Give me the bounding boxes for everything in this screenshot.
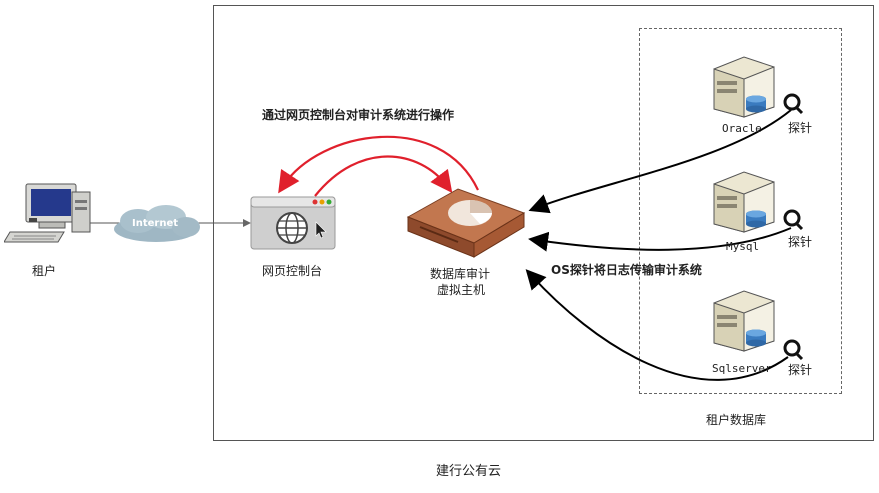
audit-host-label-line2: 虚拟主机 [437, 283, 486, 297]
log-arrow-sqlserver [525, 269, 789, 381]
server-probe-label: 探针 [788, 121, 813, 135]
tenant-db-group-label: 租户数据库 [706, 413, 767, 427]
log-caption: OS探针将日志传输审计系统 [551, 263, 702, 277]
probe-icon [783, 209, 804, 231]
audit-host-icon [406, 188, 526, 258]
log-arrow-mysql [528, 227, 792, 252]
web-console-icon [250, 196, 336, 250]
cloud-label: 建行公有云 [436, 464, 502, 479]
probe-icon [783, 339, 804, 361]
server-icon [713, 290, 775, 352]
internet-cloud-icon [114, 205, 200, 242]
console-label: 网页控制台 [262, 264, 323, 278]
tenant-db-group [639, 28, 842, 394]
server-icon [713, 171, 775, 233]
server-db-label: Sqlserver [712, 362, 772, 375]
operate-caption: 通过网页控制台对审计系统进行操作 [262, 108, 455, 122]
internet-label: Internet [132, 218, 179, 229]
log-arrow-oracle [528, 109, 792, 214]
computer-icon [4, 183, 91, 243]
operate-arrow-to-console [278, 135, 479, 194]
server-icon [713, 56, 775, 118]
audit-host-label-line1: 数据库审计 [430, 267, 491, 281]
tenant-label: 租户 [32, 264, 57, 278]
operate-arrow-to-host [314, 155, 453, 197]
server-probe-label: 探针 [788, 363, 813, 377]
server-db-label: Oracle [722, 122, 762, 135]
probe-icon [783, 93, 804, 115]
server-probe-label: 探针 [788, 235, 813, 249]
server-db-label: Mysql [726, 240, 760, 253]
